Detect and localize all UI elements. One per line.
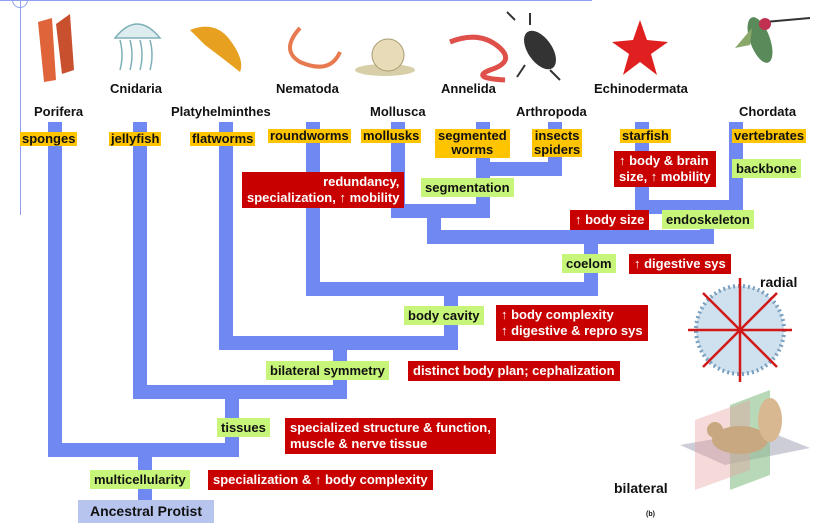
phylum-arthropoda: Arthropoda xyxy=(516,104,587,119)
trait-multicellularity: multicellularity xyxy=(90,470,190,489)
bilateral-squirrel-icon xyxy=(680,390,810,490)
top-rule xyxy=(0,0,592,1)
label-radial: radial xyxy=(760,274,798,290)
note-line: ↑ body & brain xyxy=(619,153,709,168)
note-line: specialized structure & function, xyxy=(290,420,491,435)
trait-coelom: coelom xyxy=(562,254,616,273)
left-rule xyxy=(20,0,21,215)
branch-nematoda xyxy=(306,122,320,296)
phylum-chordata: Chordata xyxy=(739,104,797,119)
note-specialization: specialization & ↑ body complexity xyxy=(208,470,433,490)
hummingbird-icon xyxy=(735,17,811,63)
flatworm-icon xyxy=(190,26,242,73)
label-vertebrates: vertebrates xyxy=(732,128,807,143)
label-flatworms: flatworms xyxy=(190,131,256,146)
branch-coelomate-join xyxy=(427,230,714,244)
organism-illustrations xyxy=(38,11,811,83)
branch-bilateral-join xyxy=(219,336,458,350)
trait-body-cavity: body cavity xyxy=(404,306,484,325)
branch-body-cavity-join xyxy=(306,282,598,296)
radial-sea-urchin-icon xyxy=(688,278,792,382)
note-line: ↑ digestive & repro sys xyxy=(501,323,643,338)
phylum-cnidaria: Cnidaria xyxy=(110,81,163,96)
note-body-size: ↑ body size xyxy=(570,210,650,230)
note-line: muscle & nerve tissue xyxy=(290,436,428,451)
trait-bilateral-symmetry: bilateral symmetry xyxy=(266,361,389,380)
note-digestive: ↑ digestive sys xyxy=(629,254,731,274)
symmetry-illustrations xyxy=(680,278,810,490)
branch-cnidaria xyxy=(133,122,147,399)
label-line: insects xyxy=(534,128,580,143)
starfish-icon xyxy=(612,20,668,75)
label-line: segmented xyxy=(438,128,507,143)
note-structure: specialized structure & function,muscle … xyxy=(285,418,496,454)
figure-label: (b) xyxy=(646,511,655,518)
label-line: worms xyxy=(451,142,494,157)
label-jellyfish: jellyfish xyxy=(109,131,162,146)
label-mollusks: mollusks xyxy=(361,128,422,143)
label-line: spiders xyxy=(534,142,581,157)
phylum-platyhelminthes: Platyhelminthes xyxy=(171,104,271,119)
jellyfish-icon xyxy=(113,23,162,71)
label-starfish: starfish xyxy=(620,128,671,143)
phylum-porifera: Porifera xyxy=(34,104,84,119)
note-line: size, ↑ mobility xyxy=(619,169,711,184)
branch-tissues-join xyxy=(133,385,347,399)
note-body-complexity: ↑ body complexity↑ digestive & repro sys xyxy=(496,305,648,341)
phylum-annelida: Annelida xyxy=(441,81,496,96)
phylum-mollusca: Mollusca xyxy=(370,104,426,119)
phylum-echinodermata: Echinodermata xyxy=(594,81,688,96)
note-redundancy: redundancy,specialization, ↑ mobility xyxy=(242,172,405,208)
sponge-icon xyxy=(38,14,74,82)
branch-platyhelminthes xyxy=(219,122,233,350)
beetle-icon xyxy=(506,11,561,81)
label-sponges: sponges xyxy=(20,131,78,146)
note-line: specialization, ↑ mobility xyxy=(247,190,400,205)
phylum-nematoda: Nematoda xyxy=(276,81,339,96)
label-roundworms: roundworms xyxy=(268,128,351,143)
trait-segmentation: segmentation xyxy=(421,178,514,197)
roundworm-icon xyxy=(288,26,342,69)
note-body-plan: distinct body plan; cephalization xyxy=(408,361,620,381)
label-bilateral: bilateral xyxy=(614,480,668,496)
segmented-worm-icon xyxy=(449,34,509,83)
root-ancestral-protist: Ancestral Protist xyxy=(78,500,214,523)
branch-annelid-arthropod-join xyxy=(476,162,562,176)
note-line: ↑ body complexity xyxy=(501,307,614,322)
trait-backbone: backbone xyxy=(732,159,801,178)
trait-endoskeleton: endoskeleton xyxy=(662,210,754,229)
branch-porifera xyxy=(48,122,62,457)
snail-icon xyxy=(355,38,415,76)
note-line: redundancy, xyxy=(323,174,400,189)
trait-tissues: tissues xyxy=(217,418,270,437)
